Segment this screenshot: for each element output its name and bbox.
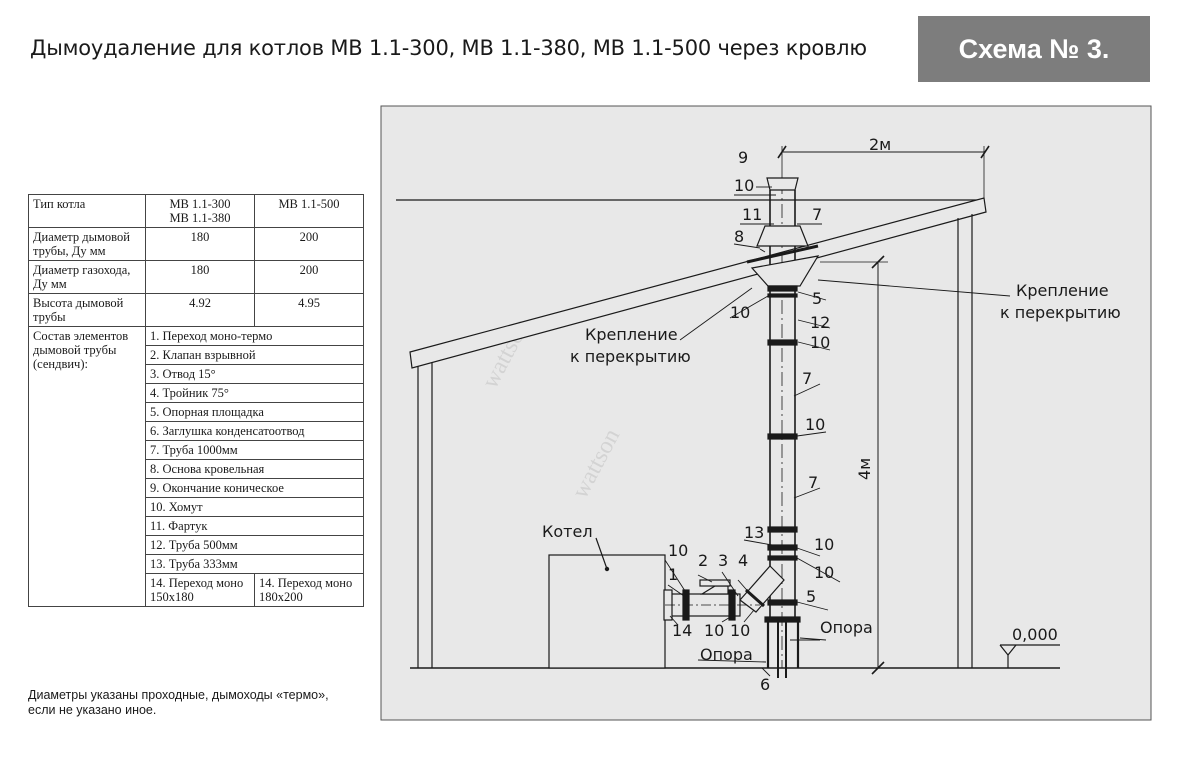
callout-13: 13 (744, 523, 764, 542)
support-label: Опора (820, 618, 873, 637)
callout-6: 6 (760, 675, 770, 694)
table-row: Тип котла МВ 1.1-300 МВ 1.1-380 МВ 1.1-5… (28, 194, 364, 228)
spec-table: Тип котла МВ 1.1-300 МВ 1.1-380 МВ 1.1-5… (28, 194, 364, 607)
callout-11: 11 (742, 205, 762, 224)
list-item: 13. Труба 333мм (145, 554, 364, 574)
callout-9: 9 (738, 148, 748, 167)
callout-8: 8 (734, 227, 744, 246)
list-item: 1. Переход моно-термо (145, 326, 364, 346)
tee-branch (739, 565, 785, 613)
mount-right-line1: Крепление (1016, 281, 1109, 300)
dim-4m: 4м (855, 458, 874, 480)
table-cell: 4.92 (145, 293, 255, 327)
boiler-label: Котел (542, 522, 593, 541)
callout-5: 5 (806, 587, 816, 606)
table-cell: Диаметр газохода, Ду мм (28, 260, 146, 294)
table-cell: 4.95 (254, 293, 364, 327)
footnote: Диаметры указаны проходные, дымоходы «те… (28, 688, 329, 717)
callout-10: 10 (668, 541, 688, 560)
callout-12: 12 (810, 313, 830, 332)
callout-10: 10 (734, 176, 754, 195)
level-mark: 0,000 (1012, 625, 1058, 644)
table-cell: Диаметр дымовой трубы, Ду мм (28, 227, 146, 261)
table-cell: 200 (254, 227, 364, 261)
table-row: Диаметр дымовой трубы, Ду мм 180 200 (28, 227, 364, 261)
table-cell: Состав элементов дымовой трубы (сендвич)… (28, 326, 146, 607)
support-label-2: Опора (700, 645, 753, 664)
callout-5: 5 (812, 289, 822, 308)
list-item: 5. Опорная площадка (145, 402, 364, 422)
callout-2: 2 (698, 551, 708, 570)
callout-7: 7 (812, 205, 822, 224)
ceiling-mount (750, 255, 820, 287)
callout-10: 10 (810, 333, 830, 352)
roof-slope (409, 197, 987, 369)
page-title: Дымоудаление для котлов МВ 1.1-300, МВ 1… (30, 36, 867, 60)
table-row: Состав элементов дымовой трубы (сендвич)… (28, 326, 364, 607)
table-cell: 200 (254, 260, 364, 294)
callout-10: 10 (805, 415, 825, 434)
callout-4: 4 (738, 551, 748, 570)
table-cell: МВ 1.1-300 МВ 1.1-380 (145, 194, 255, 228)
table-cell: 180 (145, 227, 255, 261)
support-plate (764, 616, 801, 623)
table-cell: Тип котла (28, 194, 146, 228)
callout-10: 10 (730, 303, 750, 322)
list-item: 3. Отвод 15° (145, 364, 364, 384)
scheme-badge: Схема № 3. (918, 16, 1150, 82)
cone-end (766, 177, 799, 191)
callout-7: 7 (808, 473, 818, 492)
callout-7: 7 (802, 369, 812, 388)
callout-10: 10 (814, 563, 834, 582)
list-item: 14. Переход моно 180х200 (254, 573, 364, 607)
callout-1: 1 (668, 565, 678, 584)
callout-10: 10 (730, 621, 750, 640)
callout-10: 10 (704, 621, 724, 640)
table-row: Высота дымовой трубы 4.92 4.95 (28, 293, 364, 327)
list-item: 6. Заглушка конденсатоотвод (145, 421, 364, 441)
callout-3: 3 (718, 551, 728, 570)
flashing (756, 225, 809, 247)
mount-left-line1: Крепление (585, 325, 678, 344)
callout-10: 10 (814, 535, 834, 554)
mount-right-line2: к перекрытию (1000, 303, 1121, 322)
dim-2m: 2м (869, 135, 891, 154)
mount-left-line2: к перекрытию (570, 347, 691, 366)
table-cell: МВ 1.1-500 (254, 194, 364, 228)
callout-14: 14 (672, 621, 692, 640)
boiler-body (548, 554, 666, 669)
